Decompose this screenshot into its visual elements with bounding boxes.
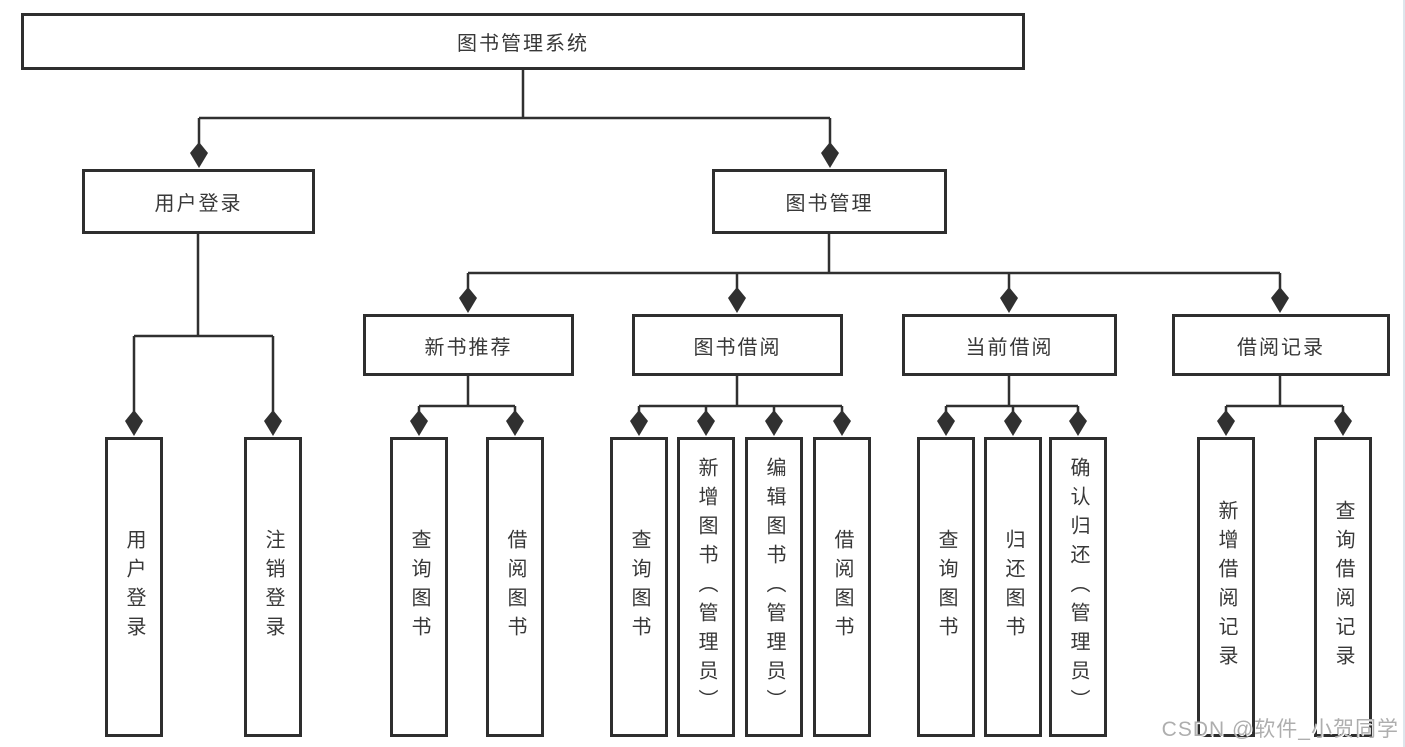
leaf-confirm-return-admin: 确认归还（管理员） bbox=[1049, 437, 1107, 737]
arrow-down-icon bbox=[125, 410, 143, 436]
connector-user-login-to-leaves bbox=[132, 234, 275, 421]
leaf-query-borrow-record: 查询借阅记录 bbox=[1314, 437, 1372, 737]
leaf-query-books-recommend-label: 查询图书 bbox=[408, 529, 430, 645]
arrow-down-icon bbox=[459, 287, 477, 313]
arrow-down-icon bbox=[410, 410, 428, 436]
arrow-down-icon bbox=[765, 410, 783, 436]
leaf-return-book: 归还图书 bbox=[984, 437, 1042, 737]
arrow-down-icon bbox=[1334, 410, 1352, 436]
arrow-down-icon bbox=[821, 142, 839, 168]
arrow-down-icon bbox=[1004, 410, 1022, 436]
leaf-query-books-current: 查询图书 bbox=[917, 437, 975, 737]
node-book-borrow: 图书借阅 bbox=[632, 314, 843, 376]
leaf-logout-login: 注销登录 bbox=[244, 437, 302, 737]
node-current-borrow-label: 当前借阅 bbox=[965, 336, 1054, 359]
node-user-login: 用户登录 bbox=[82, 169, 315, 234]
arrow-down-icon bbox=[1271, 287, 1289, 313]
leaf-add-book-admin-label: 新增图书（管理员） bbox=[695, 456, 717, 718]
leaf-query-borrow-record-label: 查询借阅记录 bbox=[1332, 500, 1354, 674]
arrow-down-icon bbox=[1217, 410, 1235, 436]
arrowheads bbox=[125, 142, 1352, 436]
node-borrow-records-label: 借阅记录 bbox=[1237, 336, 1325, 359]
leaf-query-books-current-label: 查询图书 bbox=[935, 529, 957, 645]
node-user-login-label: 用户登录 bbox=[154, 193, 243, 215]
leaf-add-borrow-record-label: 新增借阅记录 bbox=[1215, 500, 1237, 674]
leaf-query-books-borrow-label: 查询图书 bbox=[628, 529, 650, 645]
leaf-add-book-admin: 新增图书（管理员） bbox=[677, 437, 735, 737]
arrow-down-icon bbox=[833, 410, 851, 436]
leaf-query-books-recommend: 查询图书 bbox=[390, 437, 448, 737]
node-book-management-label: 图书管理 bbox=[785, 193, 874, 215]
leaf-borrow-books: 借阅图书 bbox=[813, 437, 871, 737]
node-new-book-recommend-label: 新书推荐 bbox=[424, 336, 513, 359]
connector-book-management-to-level3 bbox=[466, 234, 1282, 299]
leaf-borrow-books-recommend-label: 借阅图书 bbox=[504, 529, 526, 645]
leaf-confirm-return-admin-label: 确认归还（管理员） bbox=[1067, 456, 1089, 718]
arrow-down-icon bbox=[630, 410, 648, 436]
leaf-edit-book-admin: 编辑图书（管理员） bbox=[745, 437, 803, 737]
leaf-borrow-books-label: 借阅图书 bbox=[831, 529, 853, 645]
arrow-down-icon bbox=[1000, 287, 1018, 313]
leaf-return-book-label: 归还图书 bbox=[1002, 529, 1024, 645]
leaf-user-login-label: 用户登录 bbox=[123, 529, 145, 645]
node-new-book-recommend: 新书推荐 bbox=[363, 314, 574, 376]
leaf-user-login: 用户登录 bbox=[105, 437, 163, 737]
node-book-borrow-label: 图书借阅 bbox=[693, 336, 782, 359]
connector-borrow-records-to-leaves bbox=[1224, 375, 1345, 422]
csdn-watermark: CSDN @软件_小贺同学 bbox=[1161, 718, 1399, 741]
arrow-down-icon bbox=[506, 410, 524, 436]
node-root-label: 图书管理系统 bbox=[457, 33, 589, 55]
arrow-down-icon bbox=[264, 410, 282, 436]
leaf-edit-book-admin-label: 编辑图书（管理员） bbox=[763, 456, 785, 718]
leaf-query-books-borrow: 查询图书 bbox=[610, 437, 668, 737]
arrow-down-icon bbox=[697, 410, 715, 436]
arrow-down-icon bbox=[728, 287, 746, 313]
arrow-down-icon bbox=[1069, 410, 1087, 436]
node-current-borrow: 当前借阅 bbox=[902, 314, 1117, 376]
node-borrow-records: 借阅记录 bbox=[1172, 314, 1390, 376]
node-book-management: 图书管理 bbox=[712, 169, 947, 234]
arrow-down-icon bbox=[190, 142, 208, 168]
page-edge-divider bbox=[1403, 0, 1405, 747]
connector-book-borrow-to-leaves bbox=[637, 375, 844, 422]
leaf-logout-login-label: 注销登录 bbox=[262, 529, 284, 645]
leaf-add-borrow-record: 新增借阅记录 bbox=[1197, 437, 1255, 737]
leaf-borrow-books-recommend: 借阅图书 bbox=[486, 437, 544, 737]
node-root: 图书管理系统 bbox=[21, 13, 1025, 70]
connector-new-book-to-leaves bbox=[417, 375, 517, 422]
connector-root-to-level2 bbox=[197, 70, 832, 153]
arrow-down-icon bbox=[937, 410, 955, 436]
